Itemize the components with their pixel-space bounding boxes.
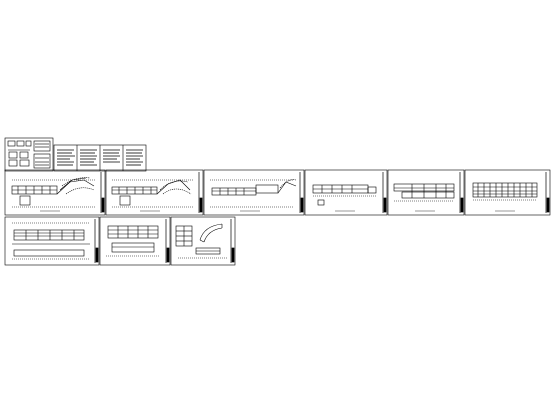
sheet-detail: [170, 216, 236, 266]
sheet-elevation-1: [4, 216, 100, 266]
sheet-section-plan-1: [304, 169, 388, 216]
sheet-elevation-2: [99, 216, 171, 266]
section-plan-1-drawing: [312, 184, 377, 212]
notes-text-hatching: [57, 149, 143, 166]
elevation-2-drawing: [106, 225, 160, 257]
drawing-list-sheet: [4, 137, 54, 172]
bottom-title-blocks: [94, 219, 235, 263]
floor-plan-3-drawing: [210, 179, 297, 212]
section-plan-2-drawing: [393, 183, 455, 212]
floor-plan-1-drawing: [11, 177, 95, 212]
title-blocks: [100, 172, 550, 213]
design-notes-sheets: [53, 144, 147, 172]
sheet-plan-3: [203, 169, 305, 216]
elevation-1-drawing: [12, 222, 90, 260]
sheet-elevation-plan: [464, 169, 551, 216]
sheet-plan-1: [4, 169, 106, 216]
sheet-section-plan-2: [387, 169, 465, 216]
index-sheet-block: [4, 137, 147, 172]
detail-sheet-drawing: [175, 223, 228, 259]
sheet-plan-2: [105, 169, 204, 216]
elevation-plan-drawing: [472, 182, 538, 212]
floor-plan-2-drawing: [111, 179, 193, 212]
bottom-row-sheets: [4, 216, 236, 266]
top-row-sheets: [4, 169, 551, 216]
